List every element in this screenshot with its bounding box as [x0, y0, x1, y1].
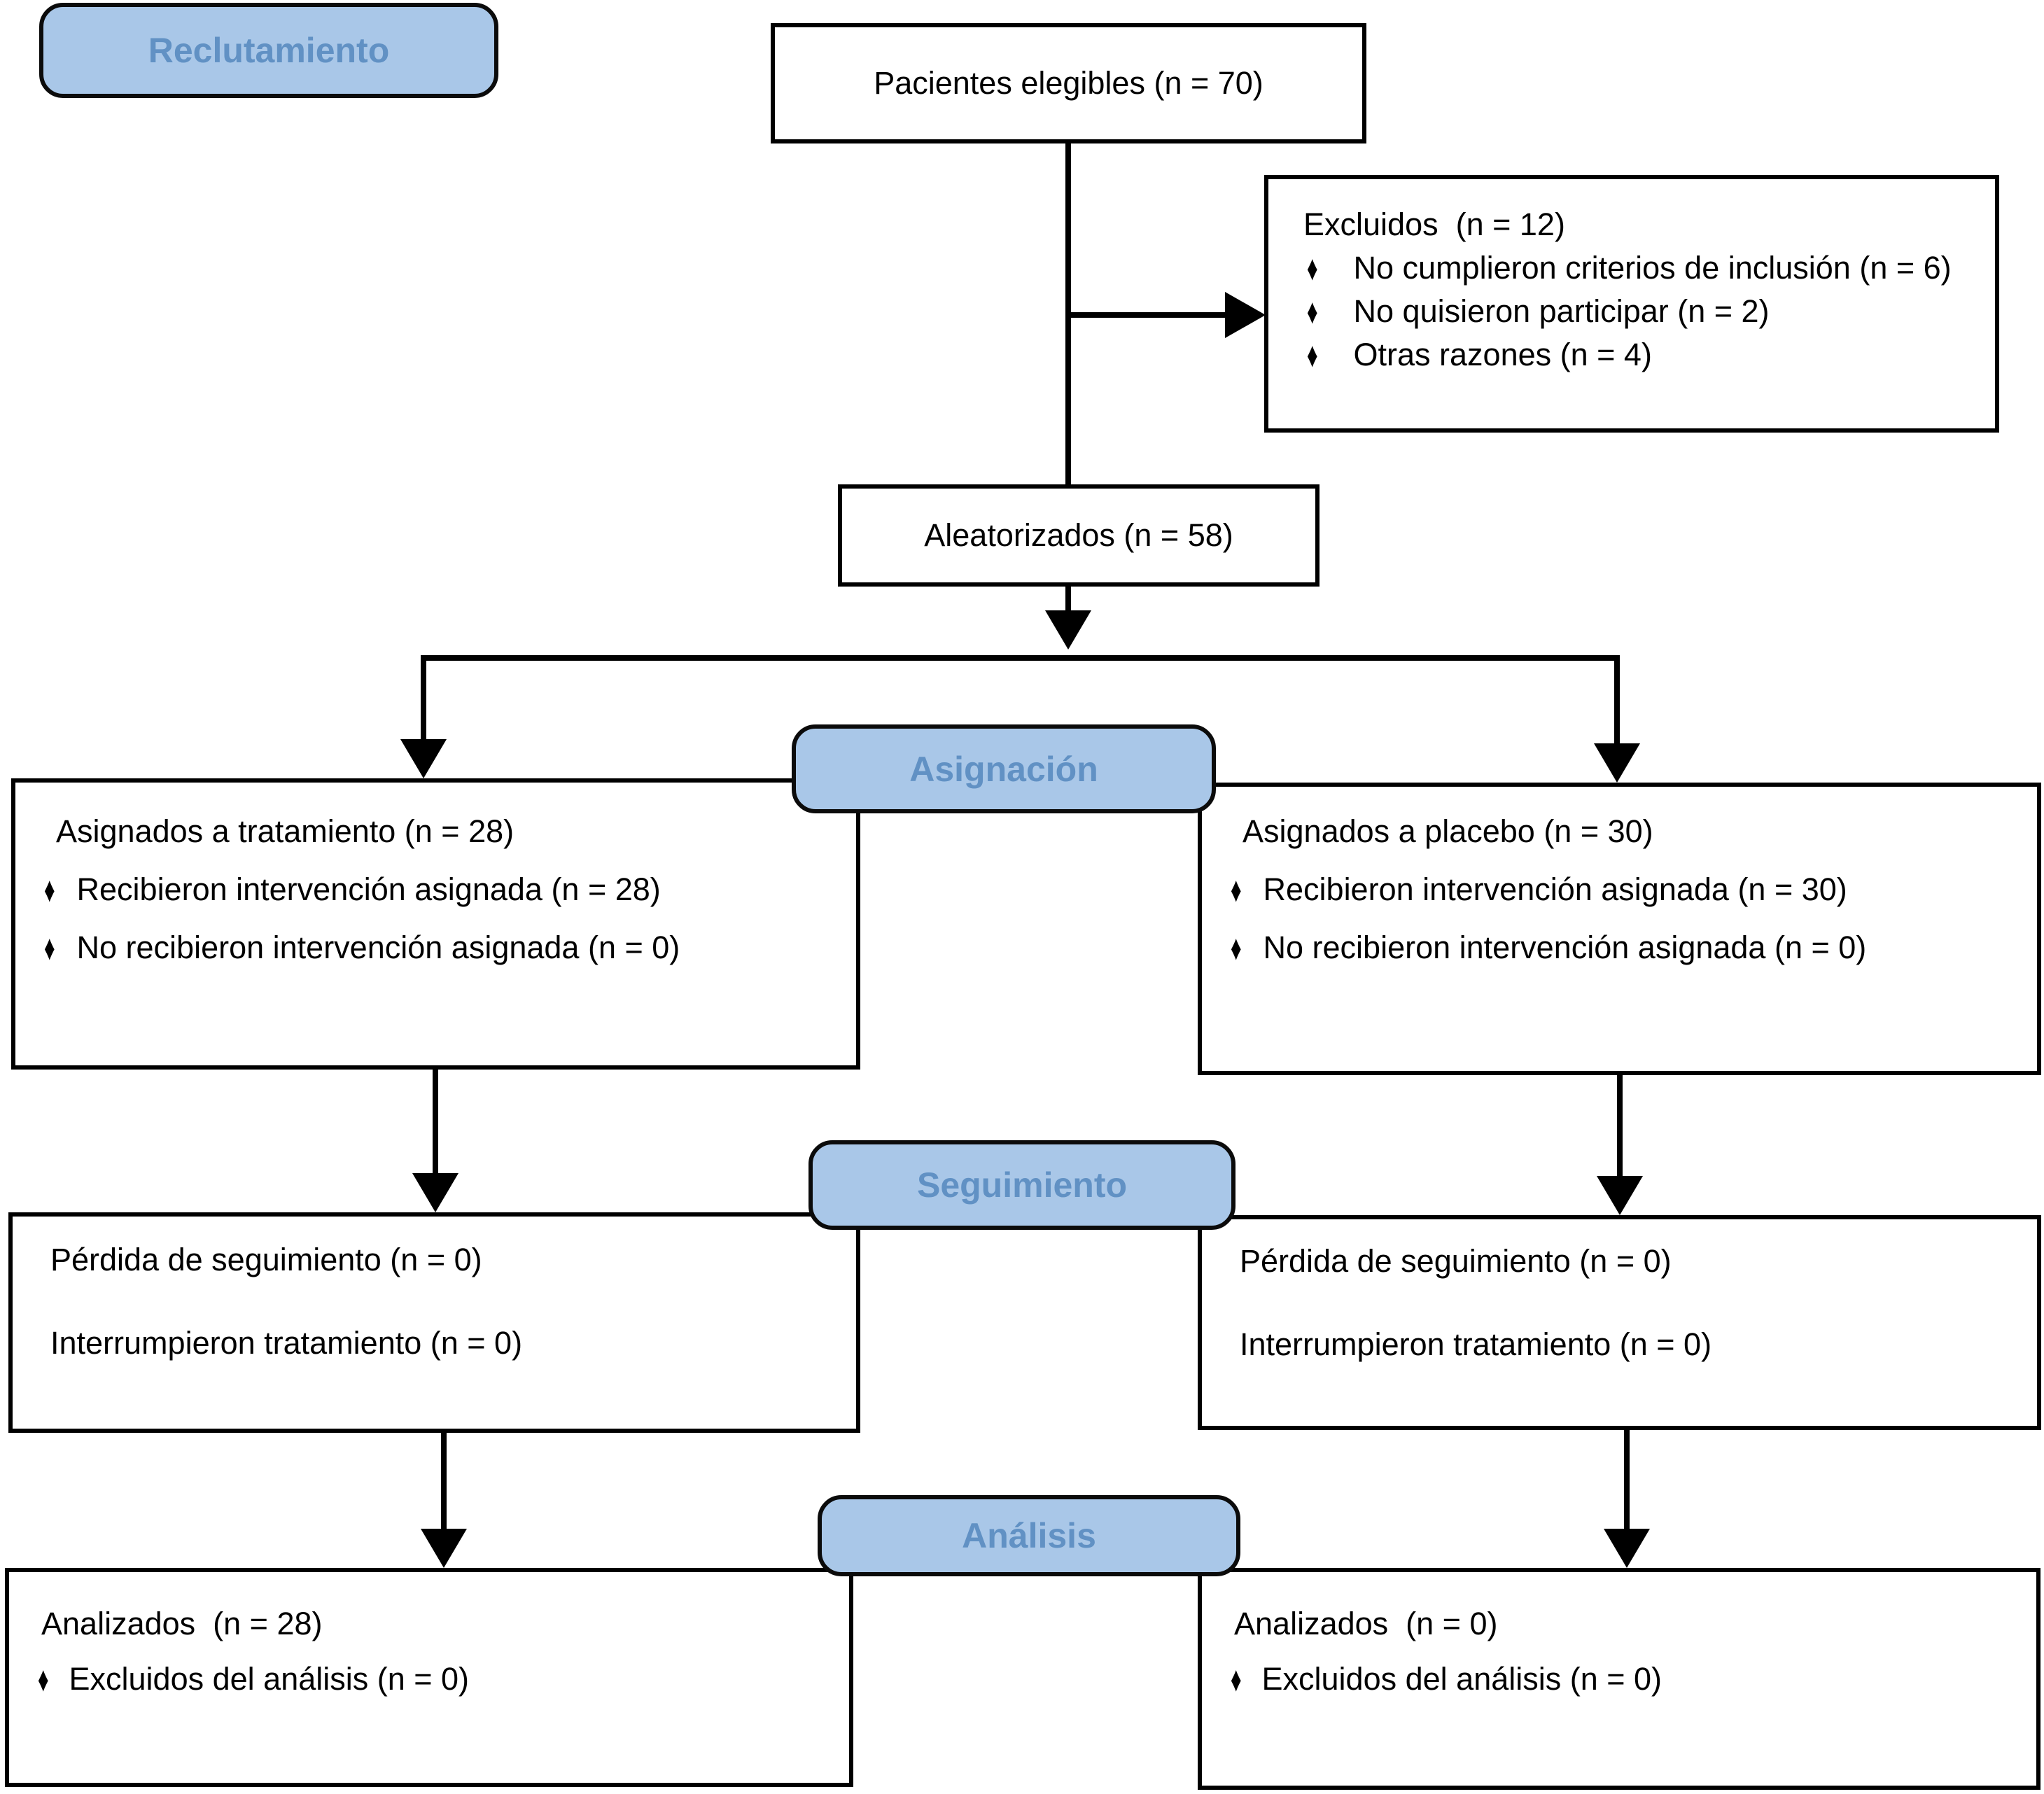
arrowhead-alloc-right [1594, 743, 1640, 783]
followup-placebo-line-row: Pérdida de seguimiento (n = 0) [1202, 1219, 2037, 1303]
connector-alloc-followup-left [433, 1070, 438, 1173]
stage-analysis-label: Análisis [962, 1516, 1096, 1555]
followup-treatment-line: Pérdida de seguimiento (n = 0) [50, 1241, 482, 1277]
followup-treatment-line: Interrumpieron tratamiento (n = 0) [50, 1324, 523, 1361]
diamond-bullet-icon: ♦ [37, 1659, 49, 1699]
allocation-placebo-item-row: ♦ Recibieron intervención asignada (n = … [1202, 860, 2037, 918]
eligible-patients-label: Pacientes elegibles (n = 70) [874, 65, 1264, 101]
connector-split-line [421, 655, 1620, 661]
randomized-box: Aleatorizados (n = 58) [838, 484, 1320, 587]
connector-followup-analysis-right [1624, 1430, 1630, 1529]
followup-placebo-line: Pérdida de seguimiento (n = 0) [1240, 1242, 1672, 1279]
followup-placebo-box: Pérdida de seguimiento (n = 0) Interrump… [1198, 1215, 2041, 1430]
excluded-item: No quisieron participar (n = 2) [1353, 293, 1770, 329]
stage-pill-recruitment: Reclutamiento [39, 3, 498, 98]
arrowhead-followup-left [412, 1173, 458, 1212]
analysis-treatment-item: Excluidos del análisis (n = 0) [69, 1660, 470, 1697]
diamond-bullet-icon: ♦ [1230, 927, 1242, 967]
allocation-treatment-item-row: ♦ Recibieron intervención asignada (n = … [15, 860, 856, 918]
allocation-placebo-item-row: ♦ No recibieron intervención asignada (n… [1202, 918, 2037, 976]
connector-split-alloc-left [421, 655, 426, 739]
arrowhead-analysis-right [1604, 1529, 1650, 1568]
arrowhead-alloc-left [400, 739, 447, 778]
allocation-treatment-item-row: ♦ No recibieron intervención asignada (n… [15, 918, 856, 976]
connector-alloc-followup-right [1617, 1075, 1623, 1176]
stage-allocation-label: Asignación [909, 749, 1098, 789]
followup-treatment-box: Pérdida de seguimiento (n = 0) Interrump… [8, 1212, 860, 1433]
analysis-placebo-title: Analizados (n = 0) [1234, 1605, 1498, 1641]
analysis-treatment-title-row: Analizados (n = 28) [9, 1596, 849, 1651]
stage-followup-label: Seguimiento [916, 1165, 1128, 1205]
stage-pill-analysis: Análisis [818, 1495, 1240, 1576]
followup-placebo-line-row: Interrumpieron tratamiento (n = 0) [1202, 1303, 2037, 1386]
excluded-item-row: ♦ No quisieron participar (n = 2) [1303, 290, 1984, 333]
analysis-placebo-item-row: ♦ Excluidos del análisis (n = 0) [1202, 1651, 2036, 1707]
diamond-bullet-icon: ♦ [1230, 1659, 1242, 1699]
connector-randomized-split [1065, 587, 1071, 612]
diamond-bullet-icon: ♦ [43, 927, 55, 967]
analysis-placebo-item: Excluidos del análisis (n = 0) [1261, 1660, 1662, 1697]
allocation-treatment-box: Asignados a tratamiento (n = 28) ♦ Recib… [11, 778, 860, 1070]
allocation-placebo-item: Recibieron intervención asignada (n = 30… [1263, 871, 1847, 907]
arrowhead-analysis-left [421, 1529, 467, 1568]
stage-recruitment-label: Reclutamiento [148, 31, 390, 70]
excluded-item-row: ♦ No cumplieron criterios de inclusión (… [1303, 246, 1984, 290]
followup-placebo-line: Interrumpieron tratamiento (n = 0) [1240, 1326, 1712, 1362]
analysis-treatment-item-row: ♦ Excluidos del análisis (n = 0) [9, 1651, 849, 1707]
arrowhead-excluded [1225, 292, 1266, 338]
allocation-placebo-title-row: Asignados a placebo (n = 30) [1202, 802, 2037, 860]
analysis-placebo-box: Analizados (n = 0) ♦ Excluidos del análi… [1198, 1568, 2040, 1790]
stage-pill-followup: Seguimiento [808, 1140, 1236, 1230]
diamond-bullet-icon: ♦ [1306, 292, 1318, 331]
analysis-treatment-title: Analizados (n = 28) [41, 1605, 323, 1641]
stage-pill-allocation: Asignación [792, 724, 1216, 813]
diamond-bullet-icon: ♦ [1230, 869, 1242, 909]
connector-split-alloc-right [1614, 655, 1620, 743]
allocation-treatment-title: Asignados a tratamiento (n = 28) [56, 813, 514, 849]
connector-followup-analysis-left [441, 1433, 447, 1529]
excluded-item: Otras razones (n = 4) [1353, 337, 1652, 372]
excluded-title-row: Excluidos (n = 12) [1303, 203, 1984, 246]
allocation-placebo-title: Asignados a placebo (n = 30) [1242, 813, 1653, 849]
followup-treatment-line-row: Pérdida de seguimiento (n = 0) [13, 1218, 856, 1301]
allocation-treatment-title-row: Asignados a tratamiento (n = 28) [15, 802, 856, 860]
analysis-treatment-box: Analizados (n = 28) ♦ Excluidos del anál… [5, 1568, 853, 1787]
excluded-item: No cumplieron criterios de inclusión (n … [1353, 250, 1952, 286]
diamond-bullet-icon: ♦ [1306, 248, 1318, 288]
excluded-title: Excluidos (n = 12) [1303, 206, 1565, 242]
diamond-bullet-icon: ♦ [1306, 335, 1318, 374]
allocation-treatment-item: No recibieron intervención asignada (n =… [76, 929, 680, 965]
excluded-item-row: ♦ Otras razones (n = 4) [1303, 333, 1984, 377]
excluded-box: Excluidos (n = 12) ♦ No cumplieron crite… [1264, 175, 1999, 433]
diamond-bullet-icon: ♦ [43, 869, 55, 909]
eligible-patients-box: Pacientes elegibles (n = 70) [771, 23, 1366, 143]
allocation-treatment-item: Recibieron intervención asignada (n = 28… [76, 871, 661, 907]
allocation-placebo-item: No recibieron intervención asignada (n =… [1263, 929, 1867, 965]
allocation-placebo-box: Asignados a placebo (n = 30) ♦ Recibiero… [1198, 783, 2041, 1075]
connector-branch-excluded [1068, 312, 1226, 318]
followup-treatment-line-row: Interrumpieron tratamiento (n = 0) [13, 1301, 856, 1385]
arrowhead-split [1045, 610, 1091, 650]
analysis-placebo-title-row: Analizados (n = 0) [1202, 1596, 2036, 1651]
randomized-label: Aleatorizados (n = 58) [924, 517, 1233, 553]
arrowhead-followup-right [1597, 1176, 1643, 1215]
